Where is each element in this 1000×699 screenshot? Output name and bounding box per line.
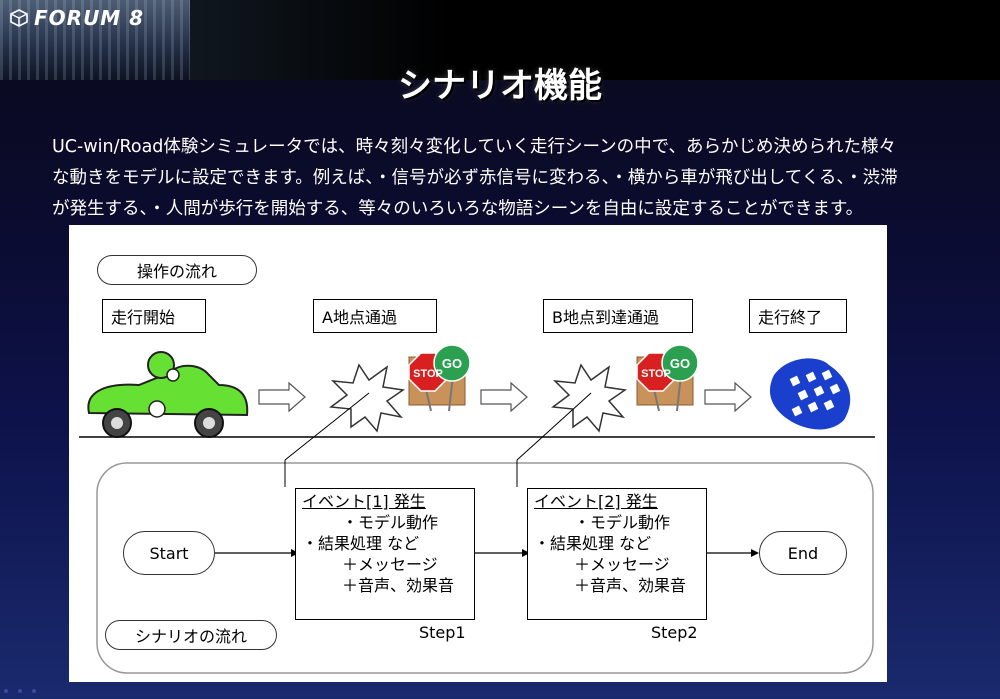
header-bar: FORUM 8 xyxy=(0,0,1000,80)
stop-text-2: STOP xyxy=(641,368,671,380)
diagram-graphics: STOP GO STOP GO xyxy=(79,344,875,674)
stop-go-sign-icon-2 xyxy=(636,344,699,412)
forum8-logo: FORUM 8 xyxy=(10,6,144,30)
event-1-line2: ・結果処理 など xyxy=(302,534,420,553)
operation-flow-text: 操作の流れ xyxy=(136,262,217,281)
arrow-icon-2 xyxy=(480,381,528,413)
event-1-title: イベント[1] 発生 xyxy=(302,492,426,511)
footer-dots-icon xyxy=(4,689,36,693)
go-text-2: GO xyxy=(670,356,690,371)
stage-start-text: 走行開始 xyxy=(111,308,176,327)
description-text: UC-win/Road体験シミュレータでは、時々刻々変化していく走行シーンの中で… xyxy=(52,132,962,225)
event-2-line4: ＋音声、効果音 xyxy=(574,576,687,595)
stage-end: 走行終了 xyxy=(749,299,847,333)
car-icon xyxy=(87,351,249,438)
end-node: End xyxy=(759,531,847,575)
scenario-region xyxy=(96,462,874,674)
page-title: シナリオ機能 xyxy=(398,66,602,106)
scenario-flow-label: シナリオの流れ xyxy=(105,620,277,650)
explosion-icon-1 xyxy=(329,363,405,433)
event-1-line1: ・モデル動作 xyxy=(342,513,439,532)
go-text-1: GO xyxy=(442,356,462,371)
stop-go-sign-icon-1 xyxy=(408,344,471,412)
operation-flow-label: 操作の流れ xyxy=(97,255,257,285)
event-1-box: イベント[1] 発生 ・モデル動作 ・結果処理 など ＋メッセージ ＋音声、効果… xyxy=(295,488,475,620)
explosion-icon-2 xyxy=(551,363,627,433)
scenario-diagram-panel: STOP GO STOP GO 操作の流れ xyxy=(69,225,887,682)
step1-label: Step1 xyxy=(419,623,466,642)
stage-end-text: 走行終了 xyxy=(758,308,823,327)
checkered-flag-icon xyxy=(769,358,851,430)
description-line-2: な動きをモデルに設定できます。例えば、・信号が必ず赤信号に変わる、・横から車が飛… xyxy=(52,168,898,188)
event-2-line2: ・結果処理 など xyxy=(534,534,652,553)
event-2-box: イベント[2] 発生 ・モデル動作 ・結果処理 など ＋メッセージ ＋音声、効果… xyxy=(527,488,707,620)
stage-b-text: B地点到達通過 xyxy=(552,308,659,327)
event-1-line4: ＋音声、効果音 xyxy=(342,576,455,595)
stage-a-pass: A地点通過 xyxy=(313,299,437,333)
event-2-title: イベント[2] 発生 xyxy=(534,492,658,511)
logo-text: FORUM 8 xyxy=(34,6,145,30)
step2-label: Step2 xyxy=(651,623,698,642)
stage-b-pass: B地点到達通過 xyxy=(543,299,693,333)
arrow-icon-1 xyxy=(258,381,306,413)
stage-a-text: A地点通過 xyxy=(322,308,397,327)
end-text: End xyxy=(787,543,819,563)
scenario-flow-text: シナリオの流れ xyxy=(134,627,247,646)
start-text: Start xyxy=(149,543,189,563)
description-line-3: が発生する、・人間が歩行を開始する、等々のいろいろな物語シーンを自由に設定するこ… xyxy=(52,199,864,219)
event-1-line3: ＋メッセージ xyxy=(342,555,438,574)
event-2-line1: ・モデル動作 xyxy=(574,513,671,532)
description-line-1: UC-win/Road体験シミュレータでは、時々刻々変化していく走行シーンの中で… xyxy=(52,137,896,157)
building-image xyxy=(0,0,190,80)
stop-text-1: STOP xyxy=(413,368,443,380)
cube-logo-icon xyxy=(10,9,28,27)
start-node: Start xyxy=(123,531,215,575)
arrow-icon-3 xyxy=(704,381,752,413)
stage-start: 走行開始 xyxy=(102,299,206,333)
event-2-line3: ＋メッセージ xyxy=(574,555,670,574)
